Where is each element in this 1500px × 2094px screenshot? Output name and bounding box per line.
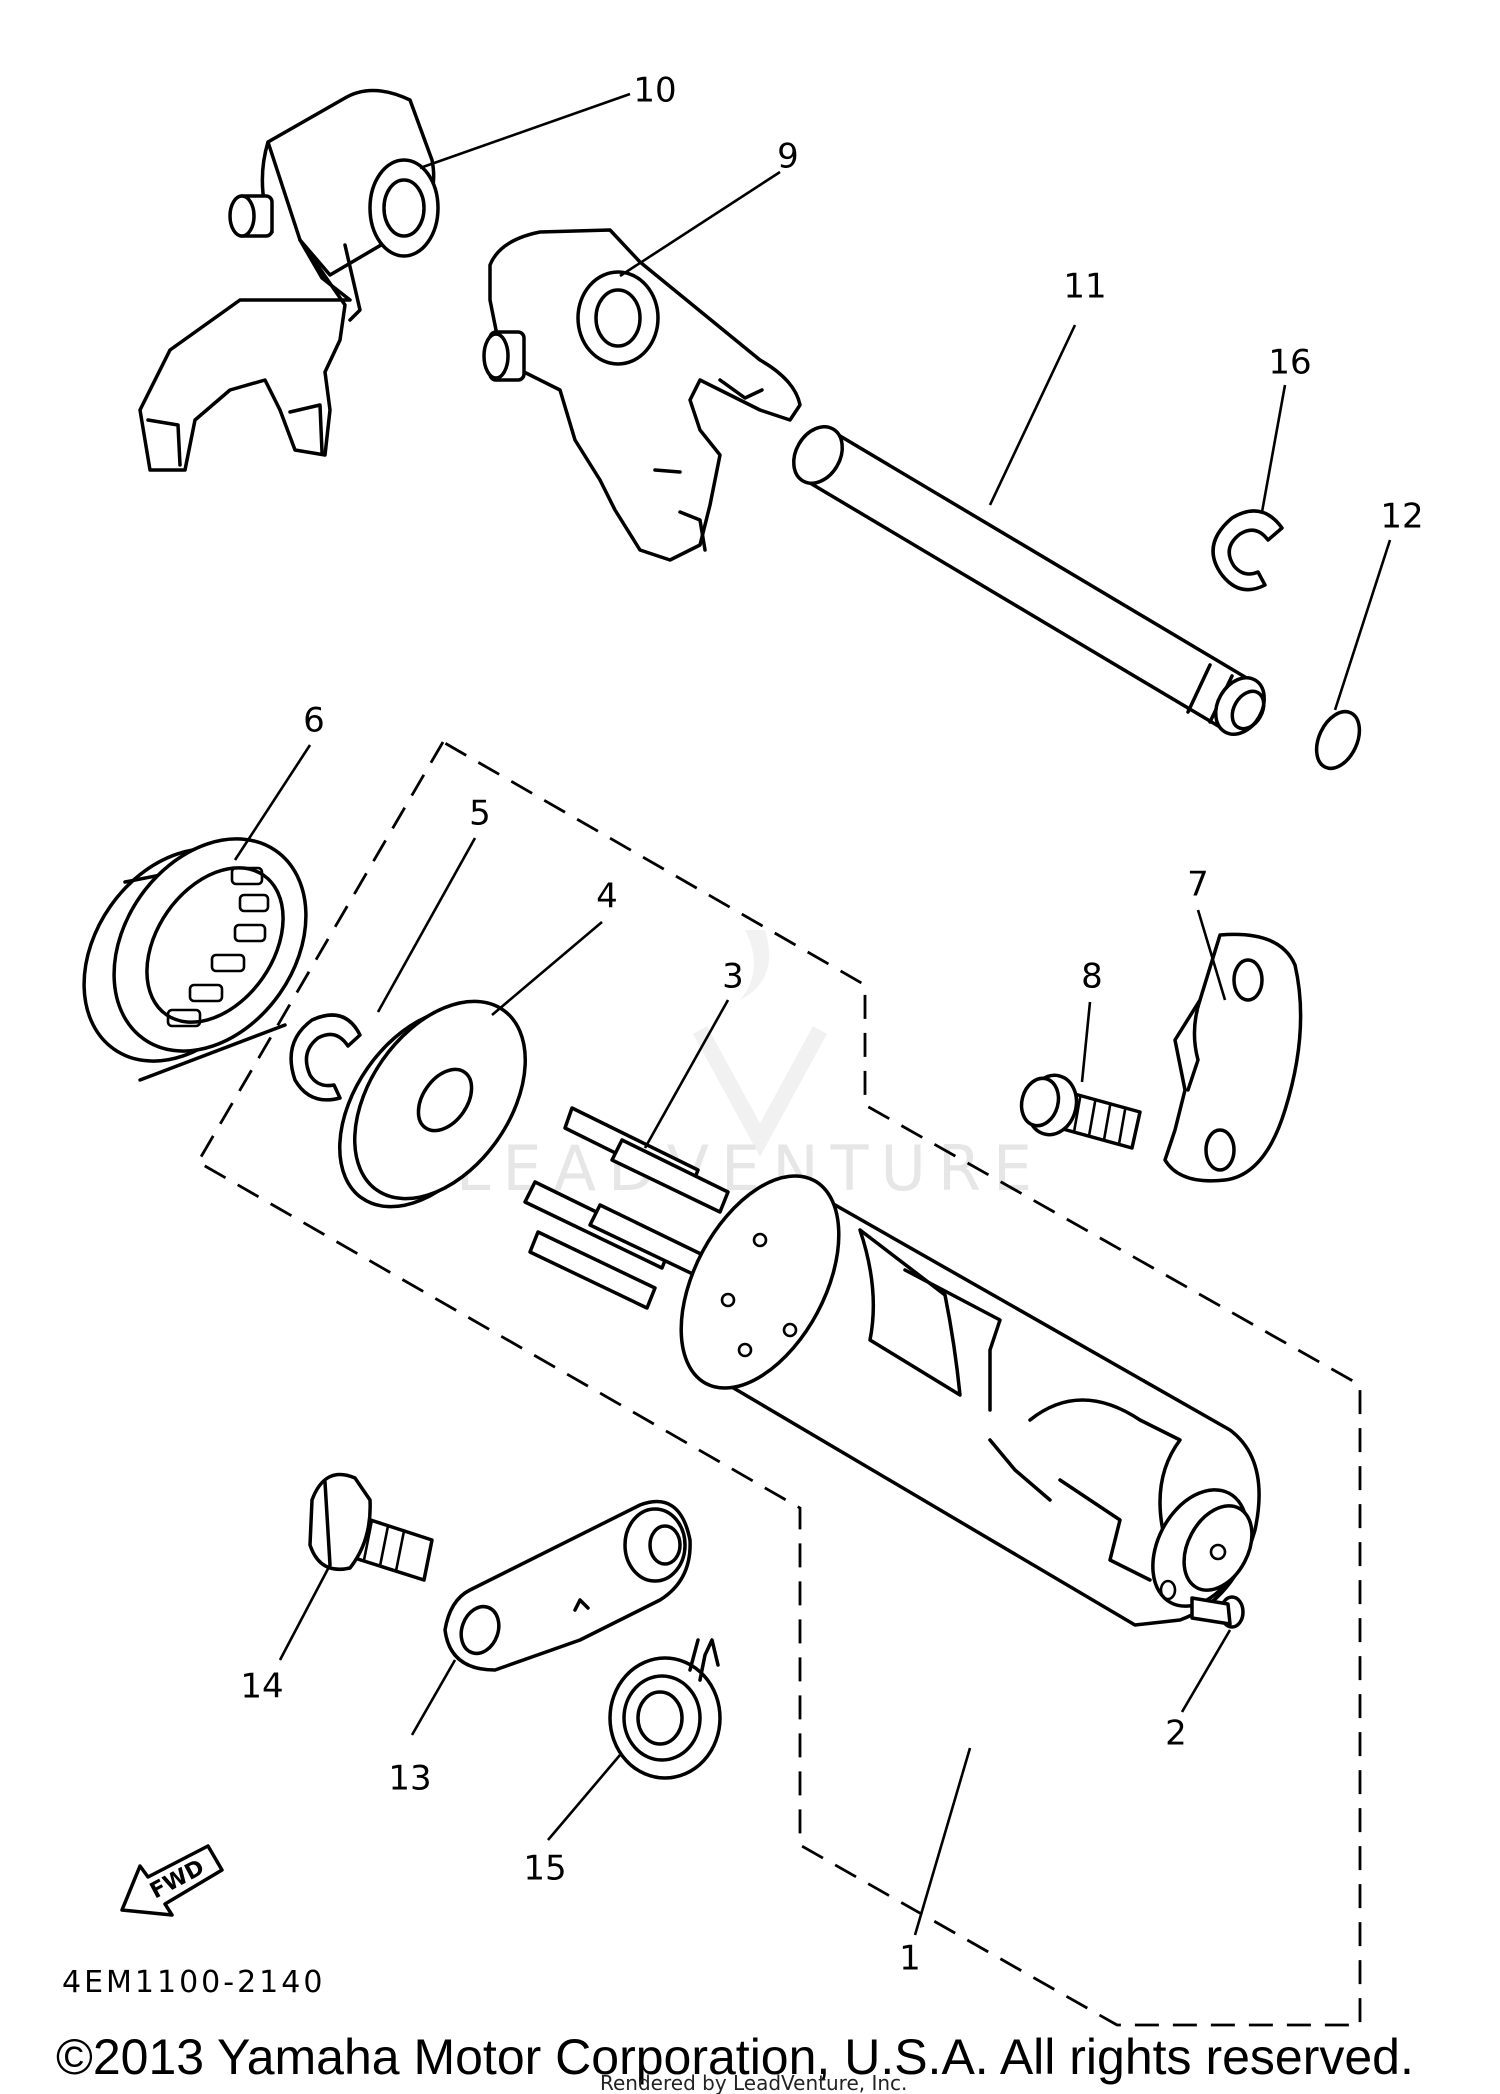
callout-12: 12	[1380, 497, 1423, 537]
copyright-notice: ©2013 Yamaha Motor Corporation, U.S.A. A…	[56, 2029, 1414, 2085]
leader-lines	[233, 92, 1392, 1936]
part-9-shift-fork	[482, 228, 802, 562]
part-8-bolt	[1019, 1073, 1142, 1150]
watermark-logo	[692, 930, 828, 1157]
part-13-arm	[443, 1499, 692, 1672]
part-3-pins	[523, 1106, 730, 1310]
part-15-spring	[608, 1638, 722, 1780]
part-5-circlip	[289, 1013, 362, 1102]
callout-4: 4	[596, 877, 618, 917]
rendered-by-notice: Rendered by LeadVenture, Inc.	[600, 2071, 907, 2094]
callout-13: 13	[388, 1759, 431, 1799]
callout-14: 14	[240, 1667, 283, 1707]
part-7-plate	[1163, 932, 1303, 1183]
part-11-shaft	[792, 425, 1266, 736]
callout-2: 2	[1165, 1714, 1187, 1754]
part-2-pin	[1159, 1579, 1245, 1629]
callout-6: 6	[303, 701, 325, 741]
callout-5: 5	[469, 794, 491, 834]
part-6-bearing	[82, 837, 308, 1082]
diagram-code: 4EM1100-2140	[62, 1965, 325, 2000]
fwd-arrow-icon: FWD	[120, 1844, 224, 1917]
part-14-bolt	[308, 1472, 434, 1582]
callout-10: 10	[633, 71, 676, 111]
callout-3: 3	[722, 957, 744, 997]
part-4-washer	[337, 999, 528, 1209]
callout-8: 8	[1081, 957, 1103, 997]
part-12-washer	[1314, 709, 1362, 771]
part-1-shift-drum	[679, 1174, 1261, 1627]
callout-15: 15	[523, 1849, 566, 1889]
assembly-outline	[196, 740, 1362, 2027]
callout-1: 1	[899, 1939, 921, 1979]
callout-9: 9	[777, 137, 799, 177]
part-16-circlip	[1211, 509, 1284, 592]
callout-11: 11	[1063, 267, 1106, 307]
callout-7: 7	[1187, 865, 1209, 905]
callout-numbers: 1 2 3 4 5 6 7 8 9 10 11 12 13 14 15 16	[240, 71, 1423, 1979]
callout-16: 16	[1268, 343, 1311, 383]
part-10-shift-fork	[138, 88, 440, 472]
